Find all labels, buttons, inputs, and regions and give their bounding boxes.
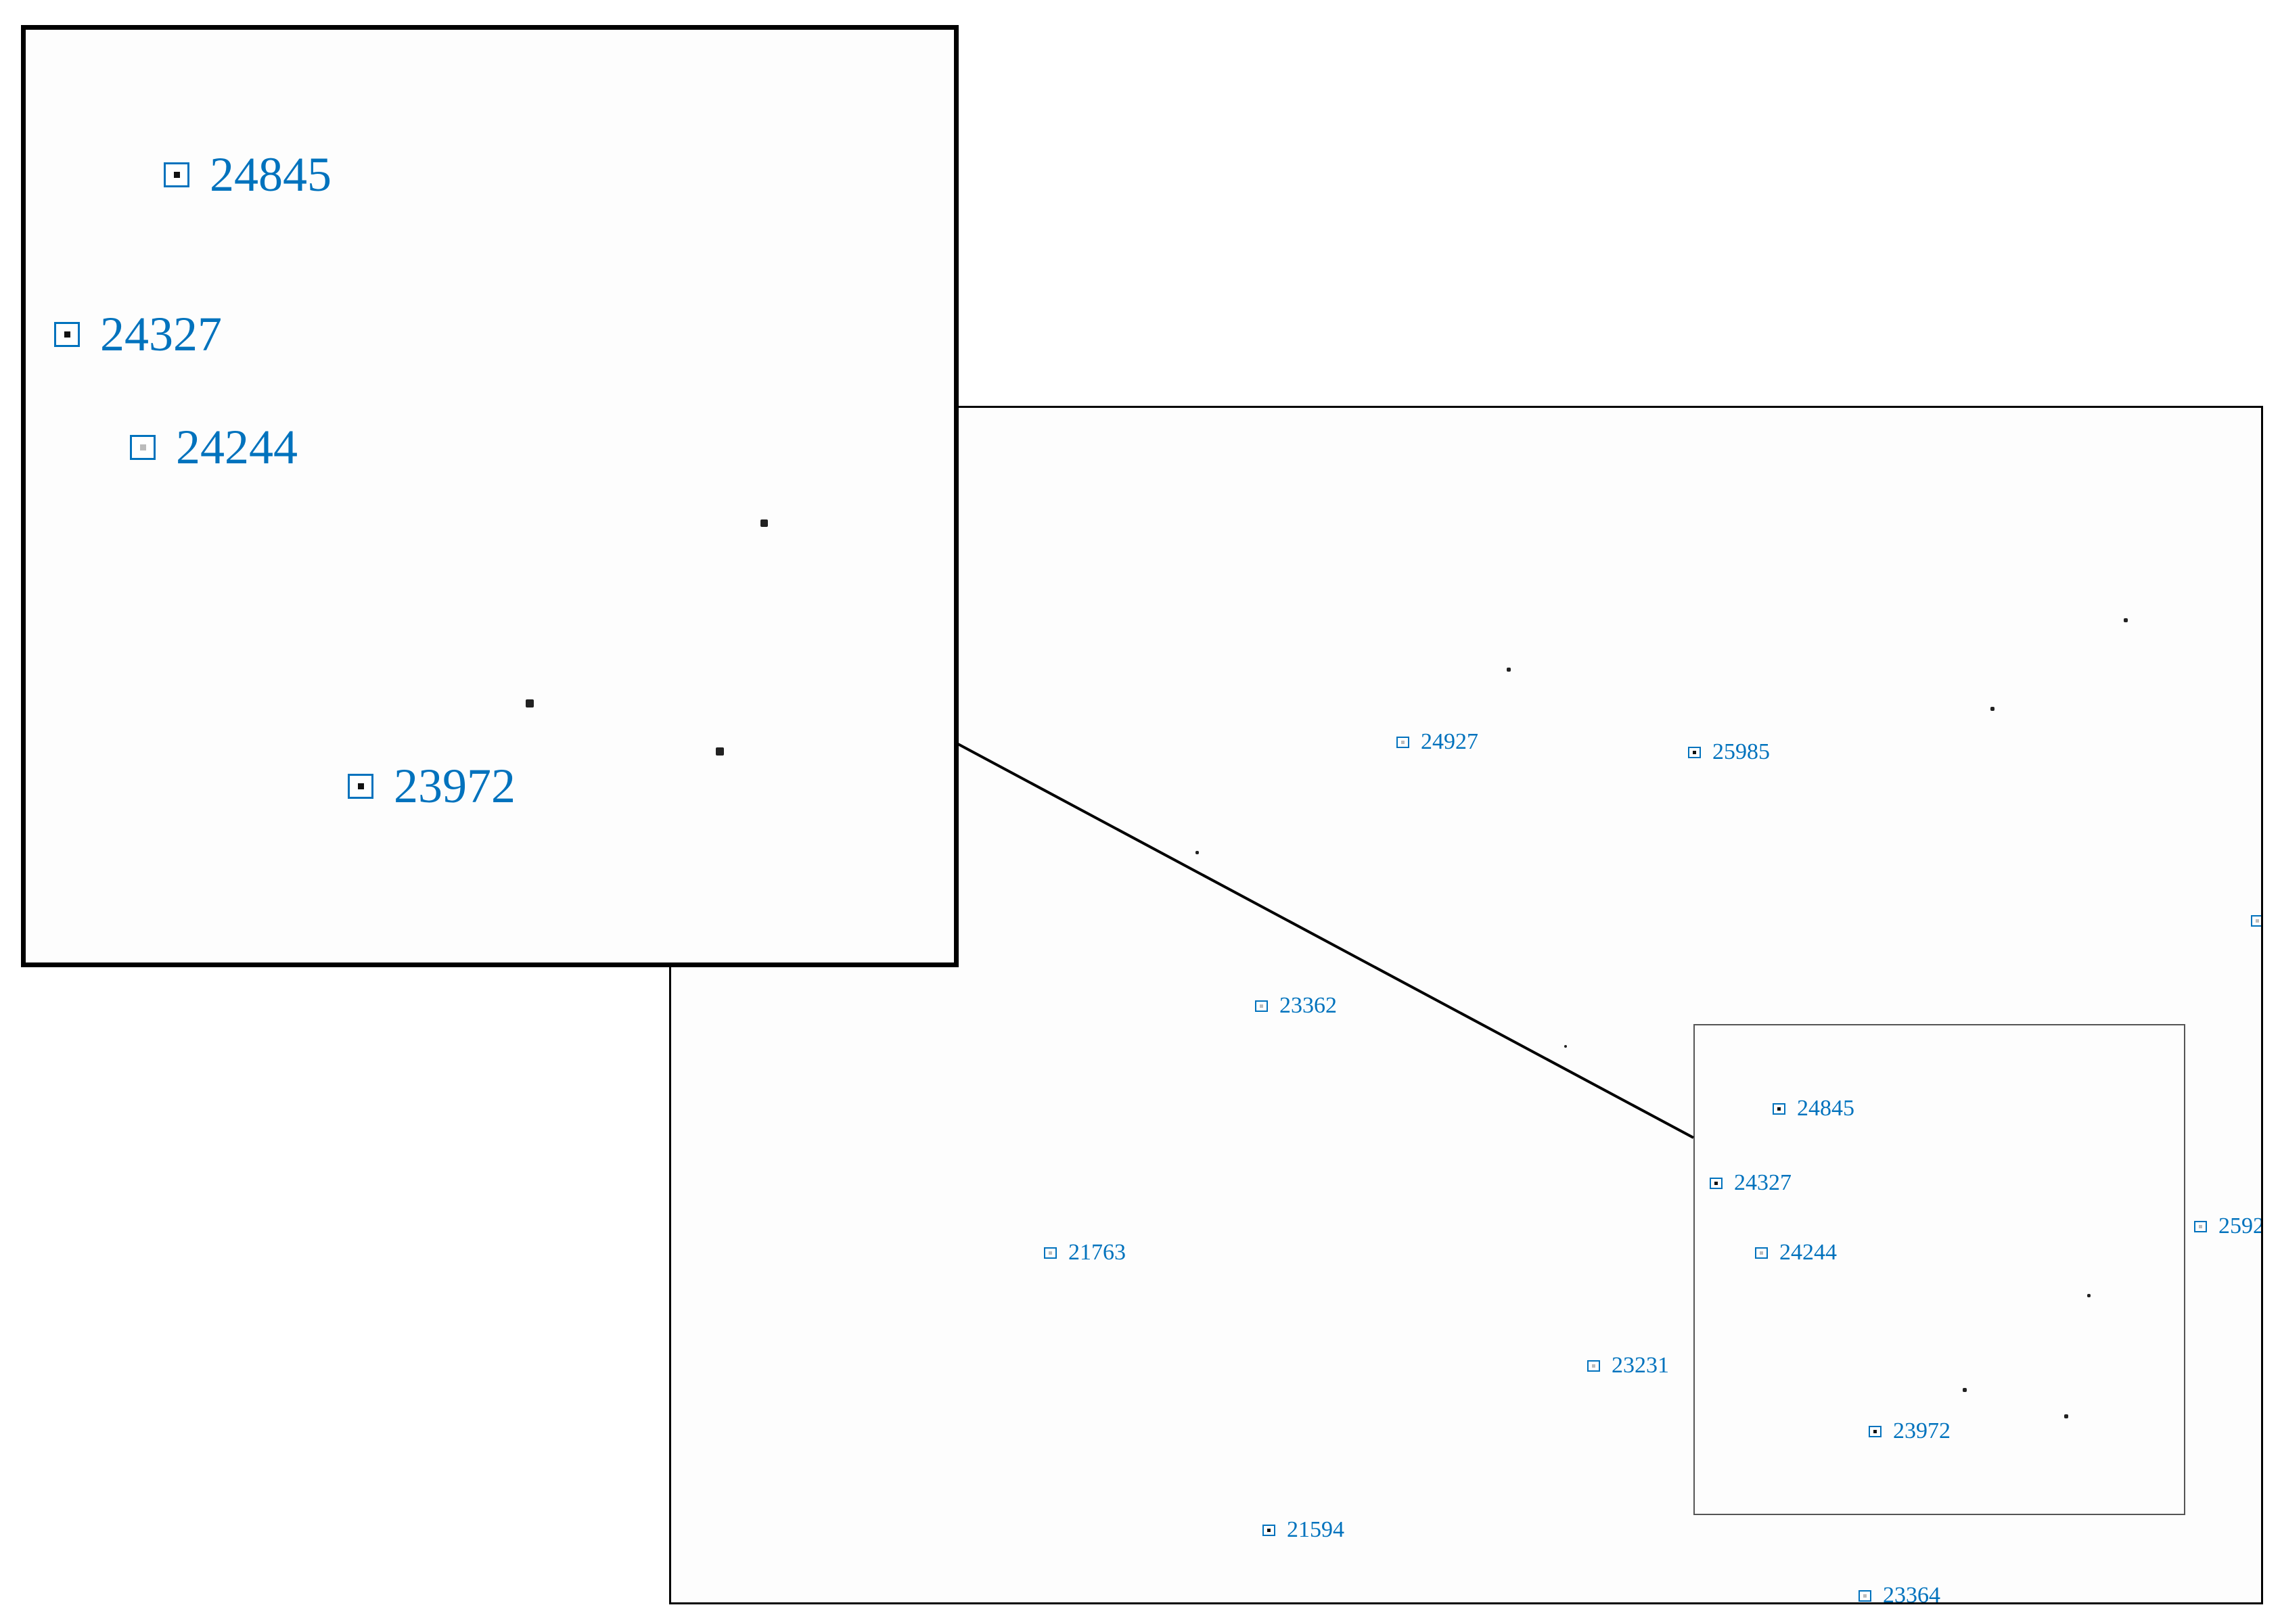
marker-box-icon: [1587, 1360, 1600, 1372]
source-id-label: 2592: [2218, 1213, 2263, 1238]
marker-box-icon: [1044, 1247, 1057, 1259]
source-dot-icon: [139, 444, 146, 450]
source-dot-icon: [1267, 1528, 1271, 1532]
source-id-label: 24845: [210, 147, 332, 202]
star-point: [2124, 618, 2128, 622]
source-id-label: 24327: [1734, 1170, 1792, 1195]
star-point: [1963, 1388, 1967, 1392]
marker-box-icon: [1859, 1590, 1871, 1602]
marker-box-icon: [130, 434, 156, 460]
zoom-region-rectangle: [1693, 1024, 2185, 1515]
source-marker: 24845: [1773, 1097, 1854, 1120]
marker-box-icon: [1710, 1177, 1723, 1189]
source-id-label: 24845: [1797, 1096, 1854, 1121]
source-id-label: 24927: [1421, 729, 1478, 754]
star-point: [1195, 851, 1199, 854]
source-dot-icon: [2199, 1224, 2202, 1228]
marker-box-icon: [1255, 1000, 1268, 1012]
source-dot-icon: [173, 171, 180, 178]
inset-zoom-panel: 24845 24327 24244 23972: [21, 25, 959, 967]
source-marker: 23364: [1859, 1583, 1940, 1604]
source-id-label: 21763: [1068, 1240, 1126, 1265]
source-id-label: 23231: [1612, 1353, 1669, 1378]
star-point: [716, 747, 724, 756]
source-marker: 24327: [1710, 1171, 1792, 1194]
source-marker: 24845: [164, 150, 332, 199]
marker-box-icon: [1755, 1247, 1768, 1259]
marker-box-icon: [164, 162, 189, 187]
star-point: [1564, 1045, 1567, 1048]
source-marker: 25985: [1688, 741, 1770, 764]
source-dot-icon: [1260, 1004, 1263, 1008]
source-id-label: 24244: [1779, 1240, 1837, 1265]
marker-box-icon: [348, 773, 373, 799]
source-id-label: 23364: [1883, 1583, 1940, 1604]
source-marker: 24244: [130, 423, 298, 471]
source-id-label: 23972: [394, 759, 516, 813]
source-marker: 21594: [1262, 1518, 1344, 1541]
source-dot-icon: [1863, 1594, 1867, 1598]
source-marker: 23231: [1587, 1354, 1669, 1377]
source-id-label: 23362: [1279, 993, 1337, 1018]
source-dot-icon: [1401, 740, 1405, 744]
source-marker: 24244: [1755, 1241, 1837, 1264]
source-id-label: 25985: [1712, 739, 1770, 764]
source-dot-icon: [1693, 750, 1696, 754]
marker-box-icon: [1773, 1103, 1785, 1115]
source-id-label: 24244: [176, 420, 298, 474]
source-id-label: 21594: [1287, 1517, 1344, 1542]
source-id-label: 24327: [100, 307, 222, 361]
source-dot-icon: [1760, 1251, 1763, 1255]
marker-box-icon: [1869, 1425, 1882, 1437]
marker-box-icon: [2251, 915, 2261, 927]
source-marker: 24927: [1396, 730, 1478, 753]
star-point: [1990, 707, 1994, 711]
source-dot-icon: [1777, 1107, 1781, 1111]
star-point: [2087, 1294, 2091, 1297]
star-point: [760, 519, 768, 527]
source-dot-icon: [357, 783, 364, 789]
source-dot-icon: [2256, 919, 2259, 923]
marker-box-icon: [54, 321, 80, 347]
source-marker: 23362: [1255, 994, 1337, 1017]
marker-box-icon: [2194, 1220, 2207, 1232]
source-dot-icon: [1714, 1181, 1718, 1185]
source-marker: 2592: [2194, 1213, 2263, 1238]
star-point: [1507, 668, 1511, 672]
source-marker: 23972: [348, 762, 516, 810]
source-dot-icon: [1873, 1429, 1877, 1433]
marker-box-icon: [1396, 736, 1409, 748]
source-dot-icon: [1049, 1251, 1052, 1255]
marker-box-icon: [1688, 746, 1701, 758]
source-id-label: 23972: [1893, 1418, 1951, 1443]
star-point: [526, 699, 534, 707]
source-marker: 23972: [1869, 1420, 1951, 1443]
source-marker: 24327: [54, 310, 222, 358]
star-point: [2064, 1414, 2068, 1418]
source-dot-icon: [1592, 1364, 1595, 1368]
source-marker: 23875: [2032, 1603, 2114, 1604]
source-marker: [2251, 915, 2261, 927]
source-dot-icon: [64, 331, 70, 338]
source-marker: 21763: [1044, 1241, 1126, 1264]
source-id-label: 23875: [2057, 1603, 2114, 1604]
marker-box-icon: [1262, 1524, 1275, 1536]
